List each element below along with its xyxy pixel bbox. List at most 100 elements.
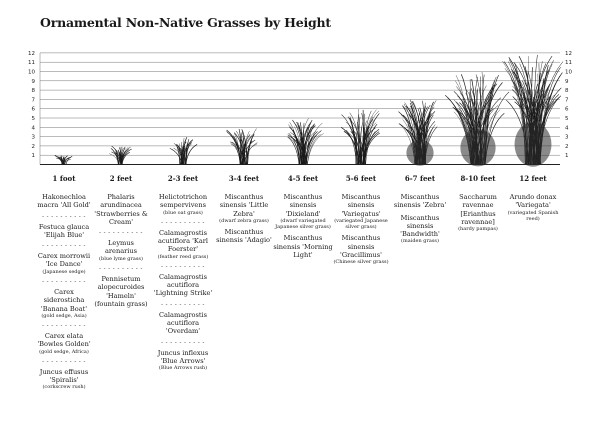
grass-common-name: (blue lyme grass) [99,255,143,262]
grass-illustration [444,71,510,167]
height-heading: 8-10 feet [460,174,496,183]
grass-blade [230,143,246,165]
grass-blade [119,146,122,165]
grass-name: Calamagrostis acutiflora 'Lightning Stri… [153,272,213,298]
right-tick-label: 12 [565,51,572,57]
grass-common-name: (Japanese sedge) [42,268,86,275]
height-heading: 12 feet [519,174,547,183]
grass-blade [60,156,64,165]
grass-blade [111,145,121,165]
grass-entry: Festuca glauca 'Elijah Blue' [34,223,94,240]
grass-entry: Juncus effusus 'Spiralis'(corkscrew rush… [34,368,94,391]
grass-common-name: (blue oat grass) [163,209,203,216]
right-tick-label: 1 [565,153,569,159]
grass-list: Hakonechloa macra 'All Gold' - - - - - - … [34,193,94,395]
grass-entry: Miscanthus sinensis 'Zebra' [390,193,450,210]
entry-separator: - - - - - - - - - - [42,243,86,250]
height-heading: 1 foot [52,174,76,183]
left-tick-label: 10 [28,70,35,76]
grass-blade [181,145,186,165]
grass-name: Carex elata 'Bowles Golden' [37,332,91,349]
grass-illustration [287,118,324,165]
grass-blade [307,133,324,165]
grass-illustration [169,136,198,165]
left-tick-label: 8 [32,88,36,94]
grass-entry: Miscanthus sinensis 'Bandwidth'(maiden g… [390,214,450,245]
height-heading: 6-7 feet [404,174,436,183]
right-tick-label: 11 [565,60,572,66]
grass-blade [363,132,380,165]
grass-blade [358,120,364,165]
grass-list: Miscanthus sinensis 'Variegatus'(variega… [331,193,391,269]
grass-name: Saccharum ravennae [Erianthus ravennae] [459,193,497,226]
grass-common-name: (gold sedge, Africa) [39,348,89,355]
grass-blade [300,125,316,165]
entry-separator: - - - - - - - - - - [42,323,86,330]
grass-name: Festuca glauca 'Elijah Blue' [38,222,90,239]
grass-common-name: (feather reed grass) [157,253,209,260]
grass-entry: Arundo donax 'Variegata'(variegated Span… [503,193,563,222]
grass-illustration [341,108,380,165]
grass-list: Helictotrichon sempervivens(blue oat gra… [153,193,213,375]
grass-blade [182,136,188,165]
grass-blade [115,150,119,165]
grass-entry: Leymus arenarius(blue lyme grass) [91,239,151,262]
right-tick-label: 5 [565,116,569,122]
grass-entry: Calamagrostis acutiflora 'Lightning Stri… [153,273,213,298]
grass-blade [185,142,189,165]
grass-blade [300,131,316,165]
entry-separator: - - - - - - - - - - [161,263,205,270]
grass-blade [343,130,361,165]
grass-entry: Calamagrostis acutiflora 'Overdam' [153,311,213,336]
right-tick-label: 8 [565,88,569,94]
grass-name: Miscanthus sinensis 'Zebra' [393,193,447,210]
grass-common-name: (gold sedge, Asia) [41,312,87,319]
grass-name: Juncus inflexus 'Blue Arrows' [157,348,209,365]
grass-blade [241,129,246,165]
grass-blade [345,129,357,165]
grass-clump [460,129,496,167]
entry-separator: - - - - - - - - - - [42,278,86,285]
grass-name: Miscanthus sinensis 'Gracillimus' [340,234,382,259]
grass-blade [65,156,73,165]
grass-blade [62,155,68,165]
height-heading: 2-3 feet [167,174,199,183]
grass-name: Phalaris arundinacea 'Strawberries & Cre… [94,193,148,226]
entry-separator: - - - - - - - - - - [99,265,143,272]
grass-blade [360,109,377,165]
grass-blade [293,121,308,165]
grass-blade [180,141,183,165]
grass-blade [349,116,357,165]
grass-blade [360,117,377,165]
right-tick-label: 4 [565,125,569,131]
left-tick-label: 3 [32,135,36,141]
grass-name: Miscanthus sinensis 'Bandwidth' [400,213,440,239]
grass-common-name: (hardy pampas) [458,226,498,233]
grass-name: Miscanthus sinensis 'Morning Light' [273,234,333,259]
grass-entry: Miscanthus sinensis 'Adagio' [214,228,274,245]
grass-common-name: (dwarf variegated Japanese silver grass) [275,217,331,231]
grass-blade [56,157,65,165]
grass-blade [239,132,243,165]
grass-entry: Saccharum ravennae [Erianthus ravennae](… [448,193,508,232]
grass-entry: Hakonechloa macra 'All Gold' [34,193,94,210]
grass-list: Miscanthus sinensis 'Little Zebra'(dwarf… [214,193,274,249]
grass-blade [241,129,248,165]
chart-title: Ornamental Non-Native Grasses by Height [40,15,332,30]
grass-illustration [54,155,73,165]
grass-blade [305,136,313,165]
right-tick-label: 9 [565,79,569,85]
grass-blade [347,116,366,165]
grass-blade [292,129,300,165]
grass-entry: Miscanthus sinensis 'Morning Light' [273,234,333,259]
grass-entry: Miscanthus sinensis 'Variegatus'(variega… [331,193,391,230]
grass-name: Calamagrostis acutiflora 'Overdam' [158,310,208,336]
grass-entry: Miscanthus sinensis 'Little Zebra'(dwarf… [214,193,274,224]
grass-blade [348,132,363,165]
grass-illustration [502,54,564,167]
right-tick-label: 2 [565,144,569,150]
grass-name: Leymus arenarius [104,239,138,256]
grass-common-name: (dwarf zebra grass) [219,217,269,224]
grass-entry: Phalaris arundinacea 'Strawberries & Cre… [91,193,151,226]
grass-name: Carex siderosticha 'Banana Boat' [40,287,88,313]
